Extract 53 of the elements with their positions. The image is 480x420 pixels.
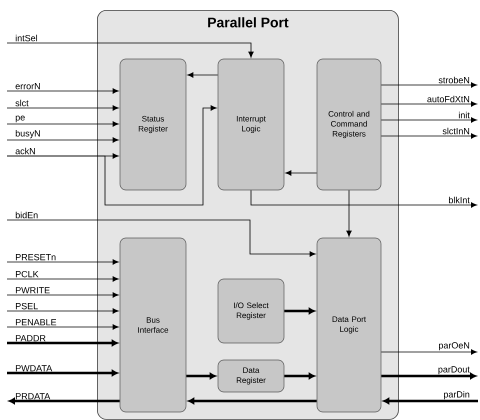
bus-arrow [383,398,478,404]
signal-arrow [285,170,318,176]
signal-label: blkInt [448,196,470,204]
signal-arrow [380,101,477,107]
signal-label: autoFdXtN [427,96,470,102]
signal-arrow [6,121,119,127]
signal-arrow [6,88,119,94]
signal-arrow [346,190,352,237]
bus-arrow [284,372,315,380]
signal-label: busyN [16,130,40,138]
signal-arrow [6,324,119,330]
signal-arrow [6,308,119,314]
signal-arrow [187,72,218,78]
signal-arrow [6,137,119,143]
signal-label: slctInN [442,128,470,134]
signal-label: ackN [16,148,35,154]
signal-label: intSel [16,34,38,42]
signal-label: slct [15,100,29,106]
signal-arrow [6,259,119,265]
signal-label: parDout [438,366,470,374]
signal-label: strobeN [438,76,470,84]
bus-arrow [186,372,216,380]
signal-label: errorN [16,83,40,90]
signal-label: PRESETn [16,254,56,260]
signal-label: parOeN [439,342,470,350]
signal-arrow [380,349,477,355]
signal-label: PCLK [16,270,39,278]
signal-arrow [6,276,119,282]
bus-arrow [381,372,476,380]
bus-arrow [8,398,120,404]
signal-label: parDin [444,390,470,400]
signal-label: PWDATA [16,365,52,372]
signal-arrow [6,42,254,58]
signal-label: init [458,112,470,118]
bus-arrow [7,340,118,346]
signal-arrow [380,117,477,123]
signal-arrow [250,190,477,208]
signal-arrow [6,105,217,206]
signal-label: PSEL [16,302,38,310]
bus-arrow [7,370,118,376]
signal-label: PRDATA [16,393,50,400]
bus-arrow [188,398,317,404]
signal-label: PADDR [16,335,46,342]
signal-label: bidEn [16,212,38,218]
signal-arrow [6,105,119,111]
signal-label: PENABLE [16,319,56,326]
bus-arrow [284,308,315,314]
signal-arrow [6,220,316,257]
signal-arrow [380,82,477,88]
signal-arrow [6,292,119,298]
signal-label: pe [16,116,25,122]
signal-arrow [380,133,477,139]
signal-label: PWRITE [16,287,50,294]
